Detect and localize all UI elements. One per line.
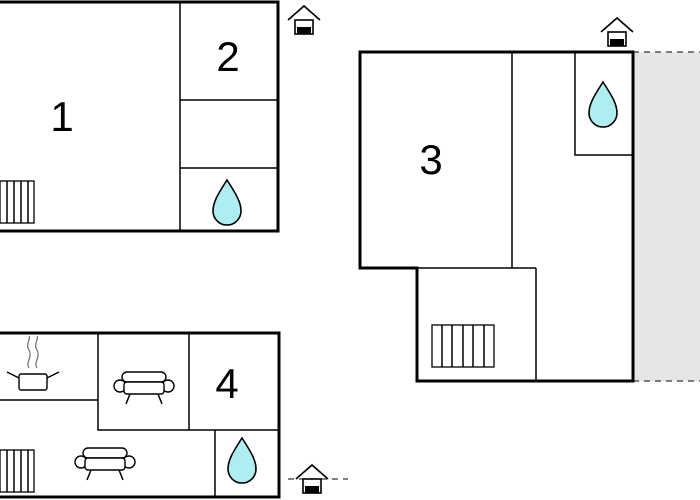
radiator-icon <box>0 180 35 224</box>
building-top-left-walls <box>0 0 280 233</box>
partition-wall <box>97 333 215 431</box>
building-bottom-left-walls <box>0 331 281 499</box>
room-1-number: 1 <box>50 93 73 140</box>
building-right-walls <box>358 50 635 383</box>
radiator-icon <box>0 449 35 493</box>
sofa-icon <box>113 371 175 405</box>
cooking-pot-icon <box>6 335 60 391</box>
building-bottom-left: 4 <box>0 331 281 499</box>
building-right: 3 <box>358 50 700 383</box>
house-entrance-icon <box>287 5 321 35</box>
radiator-icon <box>431 324 495 368</box>
partition-wall <box>574 52 633 156</box>
room-2-number: 2 <box>216 33 239 80</box>
room-3-number: 3 <box>419 136 442 183</box>
building-top-left: 1 2 <box>0 0 280 233</box>
house-entrance-icon <box>600 17 634 47</box>
water-drop-icon <box>588 81 618 128</box>
water-drop-icon <box>227 437 257 484</box>
terrace-area <box>633 52 700 381</box>
sofa-icon <box>74 447 136 481</box>
room-4-number: 4 <box>215 360 238 407</box>
water-drop-icon <box>212 179 242 226</box>
house-entrance-icon <box>288 464 348 494</box>
